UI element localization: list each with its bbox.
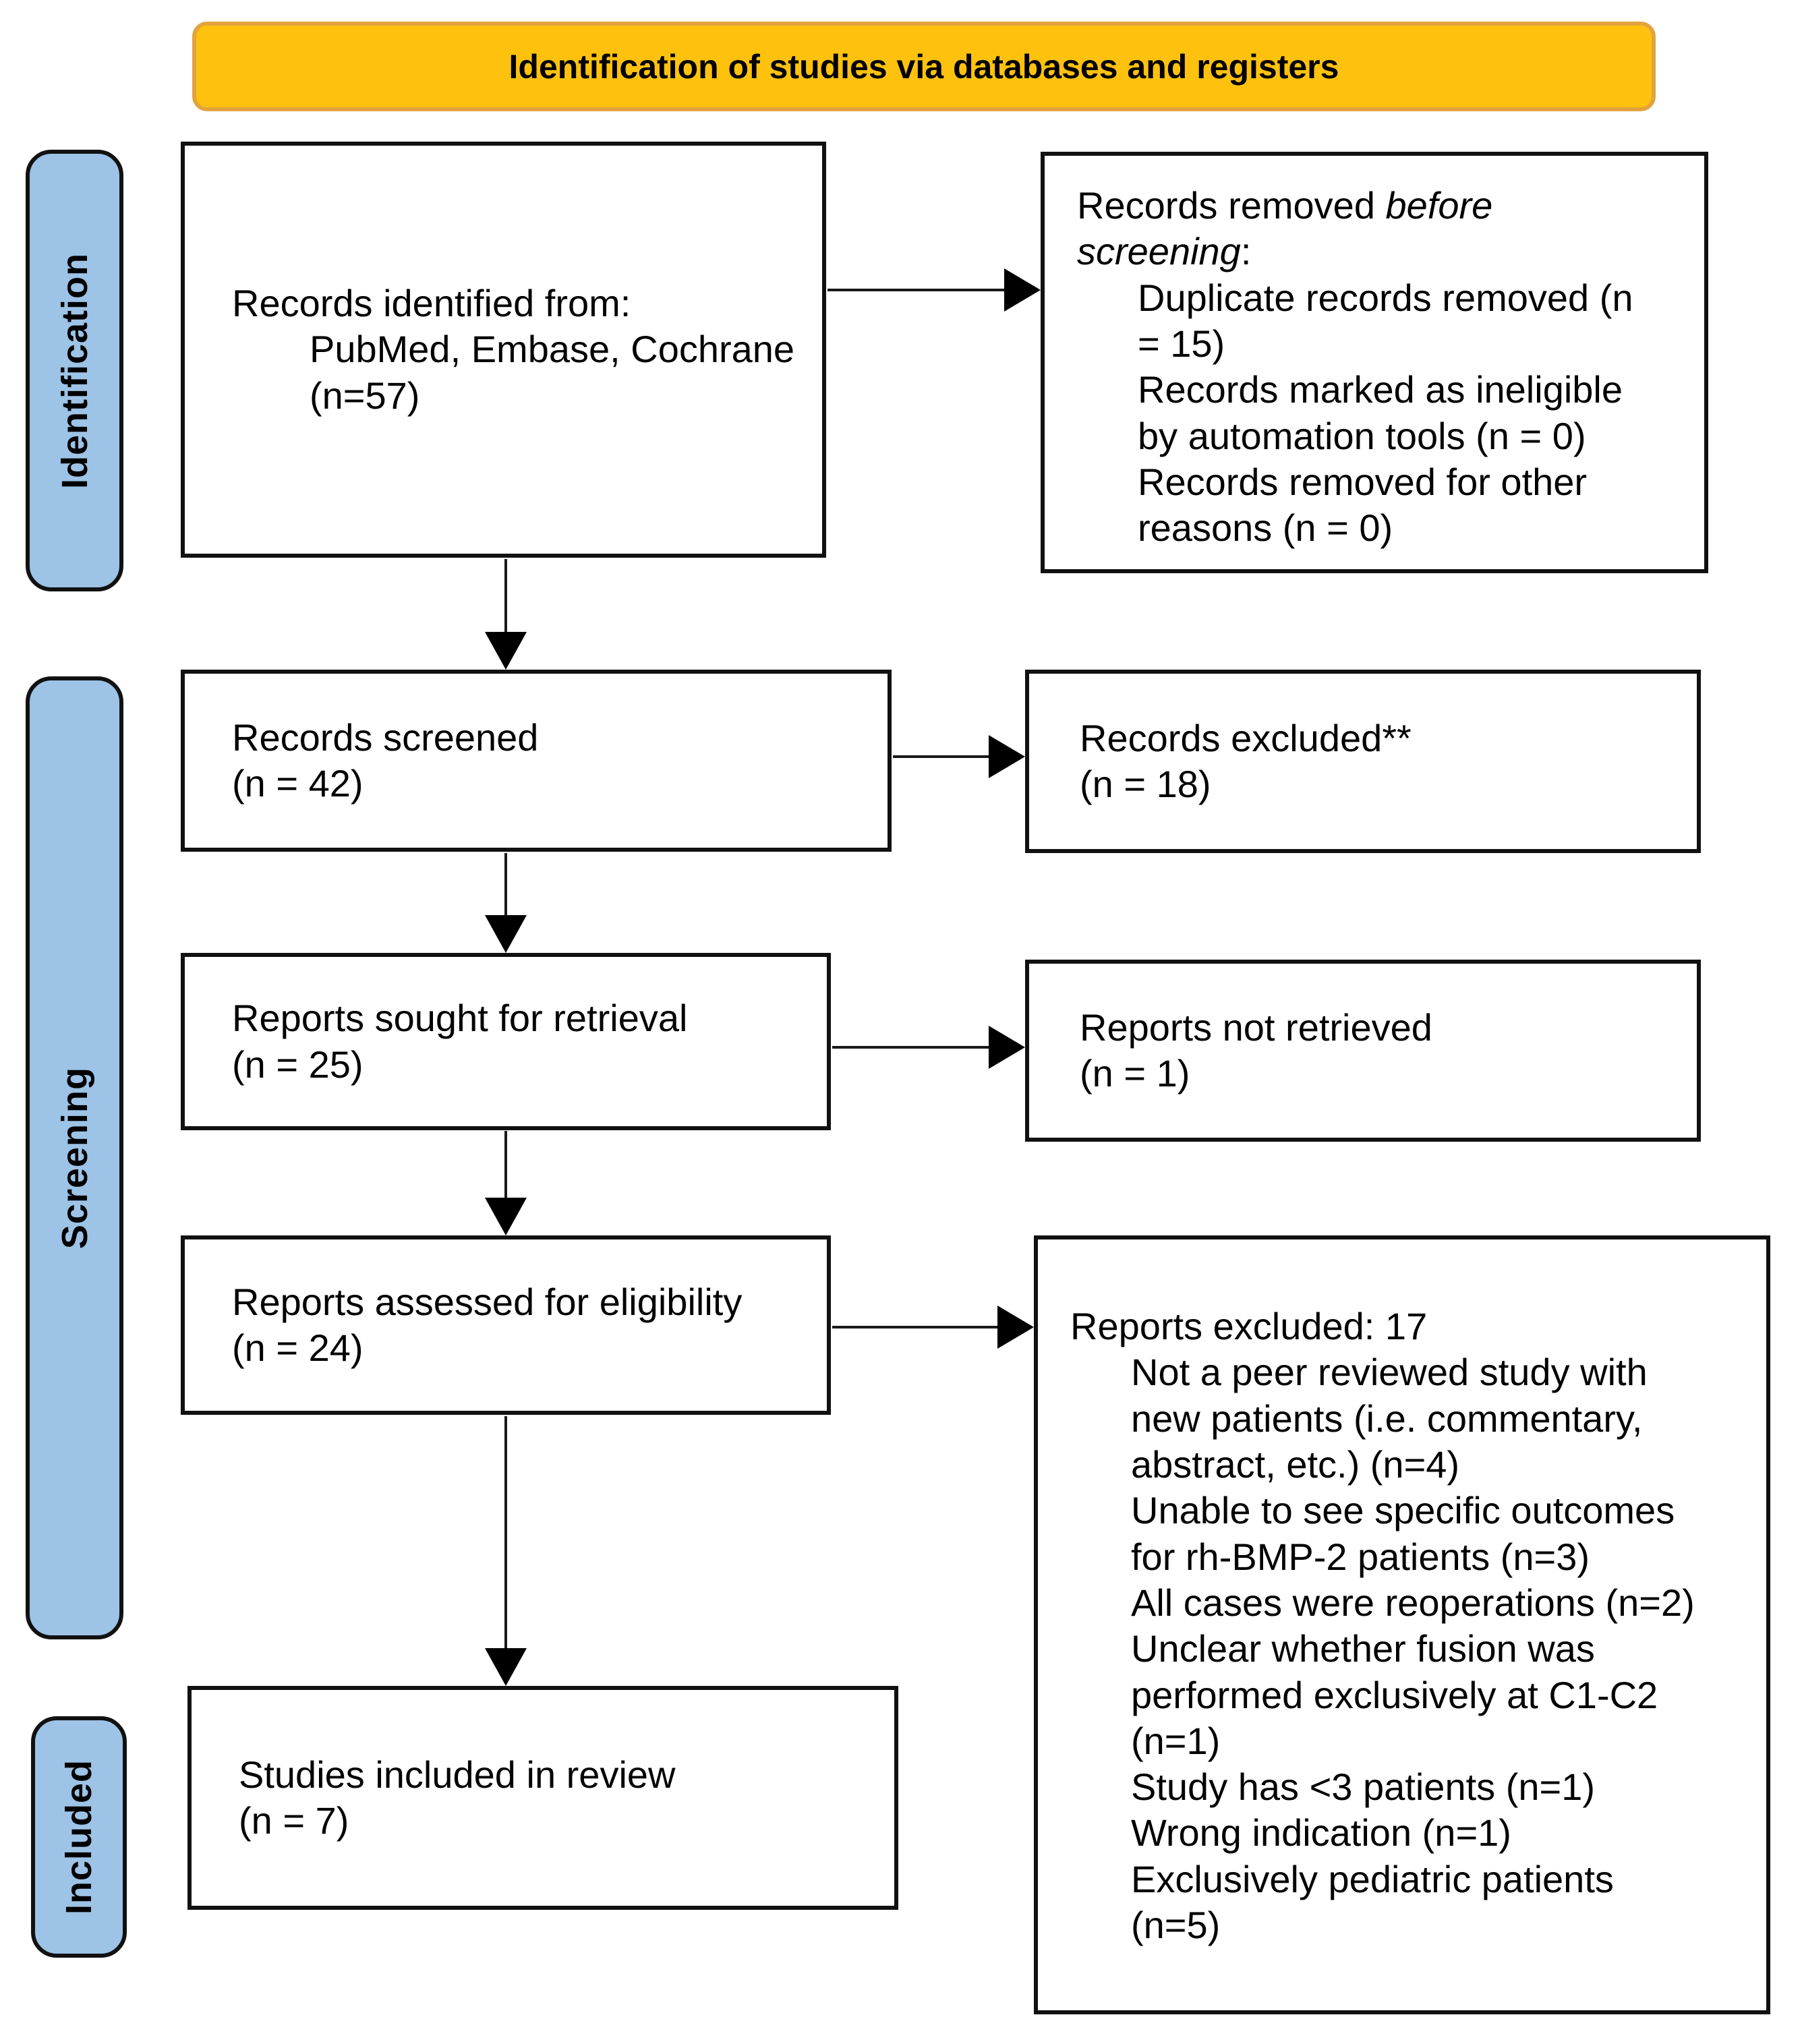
box-records-identified: Records identified from: PubMed, Embase,… — [181, 142, 826, 558]
stage-tab-screening: Screening — [26, 676, 123, 1639]
box-records-excluded: Records excluded** (n = 18) — [1025, 670, 1701, 853]
records-removed-intro-regular: Records removed — [1077, 184, 1386, 227]
records-removed-item: Records marked as ineligible by automati… — [1138, 368, 1623, 457]
box-reports-not-retrieved: Reports not retrieved (n = 1) — [1025, 960, 1701, 1142]
box-records-removed-before-screening: Records removed before screening: Duplic… — [1041, 152, 1708, 573]
arrow-assessed-to-excluded-head-icon — [997, 1306, 1034, 1349]
arrow-assessed-to-excluded-line — [832, 1326, 999, 1328]
records-removed-item: Records removed for other reasons (n = 0… — [1138, 460, 1588, 550]
reports-not-retrieved-line1: Reports not retrieved — [1080, 1005, 1432, 1049]
diagram-title-banner: Identification of studies via databases … — [192, 22, 1656, 111]
arrow-identified-to-screened-head-icon — [485, 632, 527, 670]
records-removed-intro-italic: before screening — [1077, 184, 1493, 273]
arrow-sought-to-assessed-line — [504, 1131, 507, 1200]
arrow-assessed-to-included-line — [504, 1416, 507, 1652]
reports-assessed-line2: (n = 24) — [232, 1326, 364, 1369]
reports-excluded-item: All cases were reoperations (n=2) — [1131, 1581, 1695, 1624]
records-screened-line1: Records screened — [232, 716, 539, 759]
studies-included-line2: (n = 7) — [239, 1799, 349, 1842]
arrow-screened-to-excluded-line — [893, 755, 991, 758]
reports-sought-line2: (n = 25) — [232, 1043, 364, 1086]
arrow-identified-to-removed-line — [827, 289, 1006, 291]
records-removed-intro-colon: : — [1240, 230, 1252, 273]
reports-excluded-item: Unable to see specific outcomes for rh-B… — [1131, 1489, 1675, 1578]
records-excluded-line2: (n = 18) — [1080, 763, 1211, 805]
stage-label-identification: Identification — [54, 252, 95, 489]
arrow-identified-to-removed-head-icon — [1004, 268, 1041, 312]
records-excluded-line1: Records excluded** — [1080, 716, 1412, 759]
arrow-sought-to-not-retrieved-head-icon — [989, 1026, 1025, 1069]
reports-excluded-item: Study has <3 patients (n=1) — [1131, 1765, 1595, 1809]
reports-excluded-item: Unclear whether fusion was performed exc… — [1131, 1627, 1658, 1762]
stage-tab-identification: Identification — [26, 150, 123, 591]
box-reports-sought-for-retrieval: Reports sought for retrieval (n = 25) — [181, 953, 831, 1130]
records-identified-line1: Records identified from: — [232, 282, 631, 325]
arrow-screened-to-excluded-head-icon — [989, 735, 1025, 778]
reports-assessed-line1: Reports assessed for eligibility — [232, 1280, 743, 1323]
reports-not-retrieved-line2: (n = 1) — [1080, 1052, 1190, 1094]
diagram-title: Identification of studies via databases … — [508, 47, 1339, 86]
arrow-assessed-to-included-head-icon — [485, 1648, 527, 1686]
arrow-screened-to-sought-head-icon — [485, 915, 527, 953]
records-removed-intro: Records removed before screening: — [1077, 183, 1633, 275]
records-removed-item: Duplicate records removed (n = 15) — [1138, 276, 1633, 365]
box-reports-excluded: Reports excluded: 17 Not a peer reviewed… — [1034, 1235, 1770, 2014]
arrow-screened-to-sought-line — [504, 853, 507, 917]
studies-included-line1: Studies included in review — [239, 1753, 676, 1796]
arrow-sought-to-not-retrieved-line — [832, 1046, 991, 1049]
records-identified-line2: PubMed, Embase, Cochrane — [310, 328, 795, 371]
reports-excluded-intro: Reports excluded: 17 — [1070, 1305, 1428, 1347]
stage-label-screening: Screening — [54, 1066, 95, 1250]
stage-label-included: Included — [59, 1759, 99, 1915]
arrow-sought-to-assessed-head-icon — [485, 1198, 527, 1235]
reports-excluded-item: Exclusively pediatric patients (n=5) — [1131, 1857, 1614, 1947]
reports-excluded-item: Wrong indication (n=1) — [1131, 1811, 1511, 1855]
reports-sought-line1: Reports sought for retrieval — [232, 997, 688, 1040]
stage-tab-included: Included — [31, 1716, 127, 1958]
records-identified-line3: (n=57) — [310, 374, 420, 417]
box-records-screened: Records screened (n = 42) — [181, 670, 892, 852]
records-screened-line2: (n = 42) — [232, 762, 364, 805]
box-studies-included-in-review: Studies included in review (n = 7) — [187, 1686, 898, 1910]
arrow-identified-to-screened-line — [504, 559, 507, 635]
box-reports-assessed-for-eligibility: Reports assessed for eligibility (n = 24… — [181, 1235, 831, 1415]
reports-excluded-item: Not a peer reviewed study with new patie… — [1131, 1351, 1648, 1486]
